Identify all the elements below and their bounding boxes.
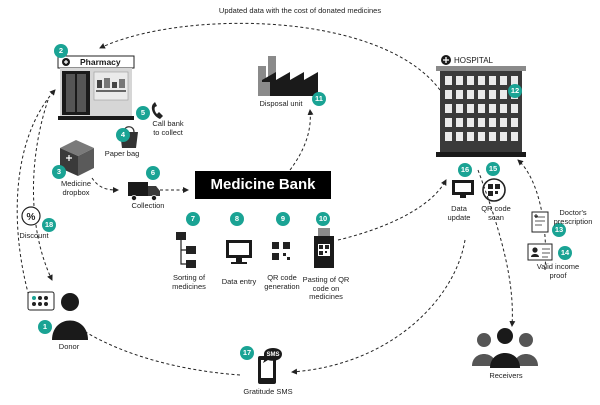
- pharmacy-icon: [57, 55, 135, 120]
- hospital-sign: HOSPITAL: [454, 56, 494, 65]
- sms-phone-icon: SMS: [258, 348, 282, 384]
- label-doctors-prescription: Doctor's prescription: [553, 208, 593, 226]
- factory-icon: [258, 56, 318, 96]
- step-badge-6: 6: [146, 166, 160, 180]
- label-sorting: Sorting of medicines: [172, 273, 206, 291]
- step-badge-5: 5: [136, 106, 150, 120]
- step-badge-13: 13: [552, 223, 566, 237]
- step-badge-18: 18: [42, 218, 56, 232]
- arrow-medicinebank-to-hospital: [337, 179, 447, 241]
- step-badge-9: 9: [276, 212, 290, 226]
- step-badge-12: 12: [508, 84, 522, 98]
- sms-icon-text: SMS: [266, 352, 279, 358]
- step-badge-3: 3: [52, 165, 66, 179]
- prescription-icon: [531, 211, 549, 233]
- label-discount: Discount: [19, 231, 49, 240]
- label-receivers: Receivers: [489, 371, 523, 380]
- step-badge-7: 7: [186, 212, 200, 226]
- arrow-pharmacy-to-donor: [33, 99, 53, 281]
- data-update-monitor-icon: [452, 180, 474, 198]
- medicine-strip-icon: [27, 291, 55, 311]
- medicine-bank-title: Medicine Bank: [195, 171, 331, 199]
- label-donor: Donor: [58, 342, 80, 351]
- arrow-donor-to-pharmacy: [16, 89, 56, 301]
- label-gratitude-sms: Gratitude SMS: [243, 387, 293, 396]
- step-badge-14: 14: [558, 246, 572, 260]
- arrow-hospital-to-receivers: [477, 169, 516, 327]
- discount-icon: %: [21, 206, 41, 226]
- donor-icon: [52, 293, 88, 340]
- label-call-bank: Call bank to collect: [152, 119, 184, 137]
- step-badge-2: 2: [54, 44, 68, 58]
- monitor-icon: [226, 240, 252, 264]
- label-data-entry: Data entry: [221, 277, 257, 286]
- svg-text:%: %: [27, 212, 36, 223]
- label-medicine-dropbox: Medicine dropbox: [60, 179, 91, 197]
- arrow-sms-to-donor: [74, 324, 241, 376]
- id-card-icon: [527, 243, 553, 261]
- step-badge-17: 17: [240, 346, 254, 360]
- step-badge-11: 11: [312, 92, 326, 106]
- step-badge-1: 1: [38, 320, 52, 334]
- label-valid-income-proof: Valid income proof: [536, 262, 580, 280]
- step-badge-4: 4: [116, 128, 130, 142]
- arrow-dropbox-to-collection: [91, 177, 119, 193]
- label-disposal-unit: Disposal unit: [259, 99, 303, 108]
- arrow-hospital-to-sms: [291, 239, 466, 375]
- hospital-icon: [436, 55, 526, 157]
- pharmacy-sign: Pharmacy: [80, 57, 121, 67]
- label-paper-bag: Paper bag: [104, 149, 140, 158]
- truck-icon: [128, 182, 160, 201]
- medicine-bottle-icon: [314, 228, 334, 268]
- step-badge-15: 15: [486, 162, 500, 176]
- label-collection: Collection: [131, 201, 165, 210]
- qr-code-icon: [272, 242, 290, 260]
- label-qr-code-scan: QR code scan: [481, 204, 511, 222]
- top-caption: Updated data with the cost of donated me…: [218, 6, 382, 15]
- qr-scan-icon: [482, 178, 506, 202]
- label-qr-generation: QR code generation: [264, 273, 300, 291]
- step-badge-10: 10: [316, 212, 330, 226]
- sorting-icon: [176, 232, 196, 268]
- step-badge-16: 16: [458, 163, 472, 177]
- receivers-icon: [472, 328, 538, 368]
- phone-icon: [151, 102, 163, 119]
- step-badge-8: 8: [230, 212, 244, 226]
- arrow-hospital-to-pharmacy: [99, 22, 441, 91]
- label-data-update: Data update: [447, 204, 471, 222]
- arrow-medicinebank-to-disposal: [289, 109, 314, 171]
- label-pasting-qr: Pasting of QR code on medicines: [302, 275, 350, 301]
